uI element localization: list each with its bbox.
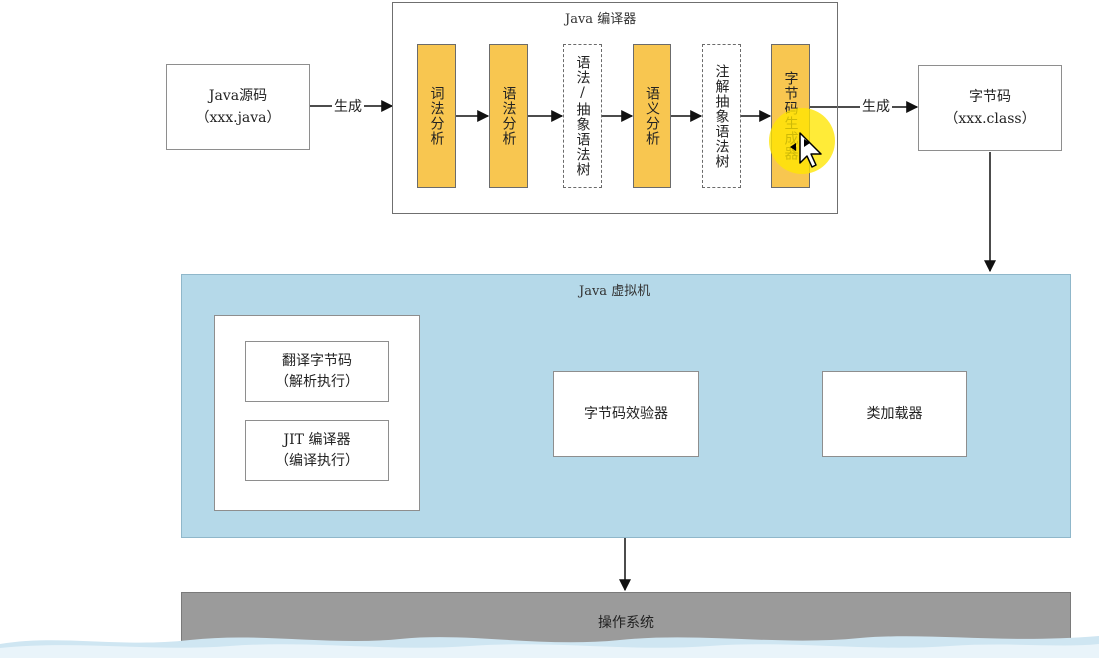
java-source-filename: （xxx.java）: [195, 110, 281, 126]
java-compiler-title: Java 编译器: [565, 12, 637, 27]
generate-label-right: 生成: [860, 96, 892, 116]
bytecode-verifier-label: 字节码效验器: [584, 405, 668, 422]
class-loader-box: 类加载器: [822, 371, 967, 457]
class-loader-label: 类加载器: [866, 405, 923, 422]
java-vm-title: Java 虚拟机: [579, 284, 651, 299]
cursor-pointer-icon: [769, 108, 835, 174]
generate-label-left: 生成: [332, 96, 364, 116]
stage-syntax-tree: 语法/抽象语法树: [563, 44, 602, 188]
interpreter-label: 翻译字节码: [282, 352, 352, 369]
java-source-box: Java源码 （xxx.java）: [166, 64, 310, 150]
wave-decoration: [0, 636, 1099, 658]
stage-annotated-syntax-tree: 注解抽象语法树: [702, 44, 741, 188]
jit-compiler-label: JIT 编译器: [283, 431, 351, 448]
java-compiler-container: [392, 2, 838, 214]
stage-semantic-analysis: 语义分析: [633, 44, 671, 188]
stage-lexical-analysis: 词法分析: [417, 44, 456, 188]
operating-system-label: 操作系统: [598, 615, 654, 631]
bytecode-verifier-box: 字节码效验器: [553, 371, 699, 457]
interpreter-mode: （解析执行）: [275, 373, 359, 390]
java-source-label: Java源码: [208, 87, 268, 104]
bytecode-label: 字节码: [969, 88, 1011, 105]
bytecode-box: 字节码 （xxx.class）: [918, 65, 1062, 151]
interpreter-box: 翻译字节码 （解析执行）: [245, 341, 389, 402]
bytecode-filename: （xxx.class）: [944, 111, 1036, 127]
jit-compiler-box: JIT 编译器 （编译执行）: [245, 420, 389, 481]
jit-compiler-mode: （编译执行）: [275, 452, 359, 469]
stage-syntax-analysis: 语法分析: [489, 44, 528, 188]
